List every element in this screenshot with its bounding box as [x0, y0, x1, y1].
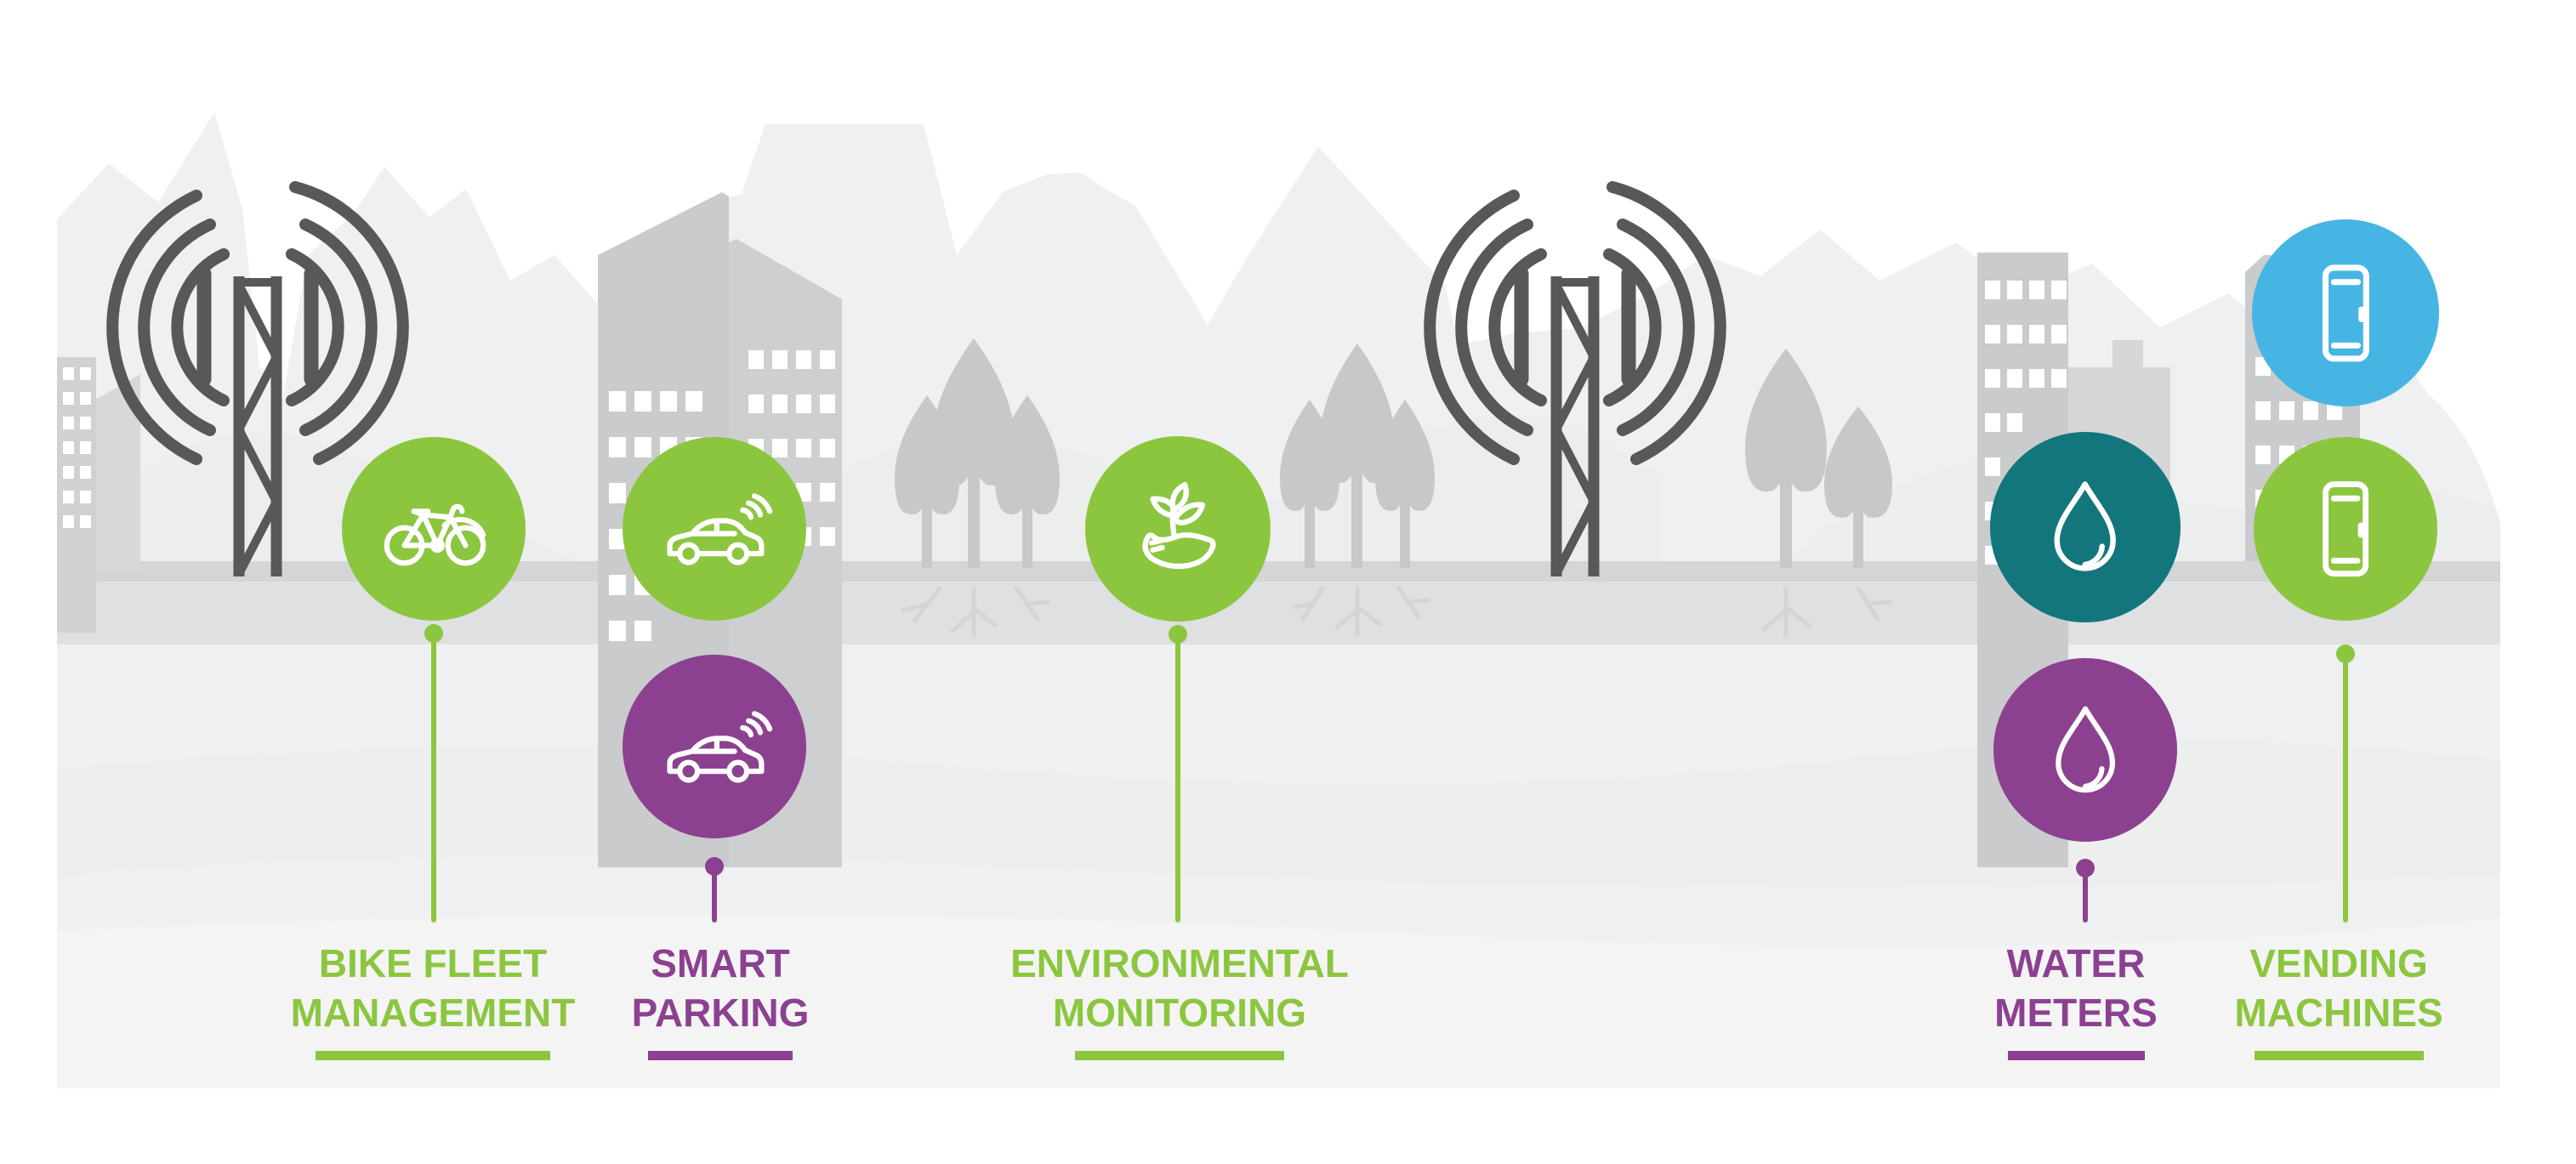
- label-line: BIKE FLEET: [318, 941, 548, 985]
- vending-machines-circle-1: [2254, 437, 2437, 621]
- vending-machines-circle-0: [2252, 219, 2439, 406]
- smart-parking-label: SMART PARKING: [499, 939, 941, 1060]
- smart-parking-stem-dot: [705, 857, 724, 876]
- building-left-silhouette: [95, 374, 140, 571]
- bike-fleet-management-circle-0: [342, 437, 526, 621]
- label-line: MANAGEMENT: [290, 991, 576, 1035]
- environmental-monitoring-circle-0: [1085, 436, 1271, 622]
- water-meters-label: WATER METERS: [1855, 939, 2297, 1060]
- environmental-monitoring-stem: [1175, 634, 1180, 923]
- bike-fleet-management-stem-dot: [424, 624, 443, 643]
- vending-machine-icon: [2252, 219, 2439, 406]
- tree-group-left: [895, 338, 1060, 568]
- water-meters-stem: [2083, 868, 2088, 923]
- wave-band-2: [57, 915, 2500, 1088]
- label-line: PARKING: [631, 991, 810, 1035]
- tree-roots: [901, 586, 1892, 639]
- label-line: SMART: [651, 941, 790, 985]
- label-line: VENDING: [2249, 941, 2428, 985]
- water-drop-icon: [1990, 432, 2181, 622]
- label-line: METERS: [1994, 991, 2158, 1035]
- environmental-monitoring-label-underline: [1075, 1051, 1284, 1060]
- water-meters-circle-1: [1993, 658, 2177, 842]
- label-line: WATER: [2006, 941, 2146, 985]
- sprout-hand-icon: [1085, 436, 1271, 622]
- label-line: ENVIRONMENTAL: [1010, 941, 1349, 985]
- water-meters-label-underline: [2007, 1051, 2145, 1060]
- building-left-windows: [63, 367, 91, 528]
- smart-parking-circle-1: [623, 655, 806, 838]
- bike-fleet-management-stem: [431, 633, 436, 923]
- bike-icon: [342, 437, 526, 621]
- tree-group-right: [1745, 349, 1892, 568]
- bike-fleet-management-label-underline: [316, 1051, 550, 1060]
- car-wifi-icon: [623, 437, 806, 621]
- environmental-monitoring-label: ENVIRONMENTAL MONITORING: [958, 939, 1401, 1060]
- water-meters-stem-dot: [2076, 859, 2095, 877]
- vending-machines-label-underline: [2254, 1051, 2424, 1060]
- vending-machines-stem: [2343, 654, 2348, 923]
- water-drop-icon: [1993, 658, 2177, 842]
- label-line: MACHINES: [2234, 991, 2443, 1035]
- smart-parking-stem: [712, 866, 717, 923]
- vending-machine-icon: [2254, 437, 2437, 621]
- tree-group-center: [1280, 344, 1435, 568]
- car-wifi-icon: [623, 655, 806, 838]
- bike-fleet-management-label: BIKE FLEET MANAGEMENT: [212, 939, 654, 1060]
- environmental-monitoring-stem-dot: [1169, 625, 1187, 644]
- water-meters-circle-0: [1990, 432, 2181, 622]
- smart-parking-circle-0: [623, 437, 806, 621]
- vending-machines-label: VENDING MACHINES: [2118, 939, 2560, 1060]
- vending-machines-stem-dot: [2336, 644, 2355, 663]
- sky-notch-right: [2400, 75, 2500, 523]
- smart-parking-label-underline: [648, 1051, 793, 1060]
- label-line: MONITORING: [1052, 991, 1307, 1035]
